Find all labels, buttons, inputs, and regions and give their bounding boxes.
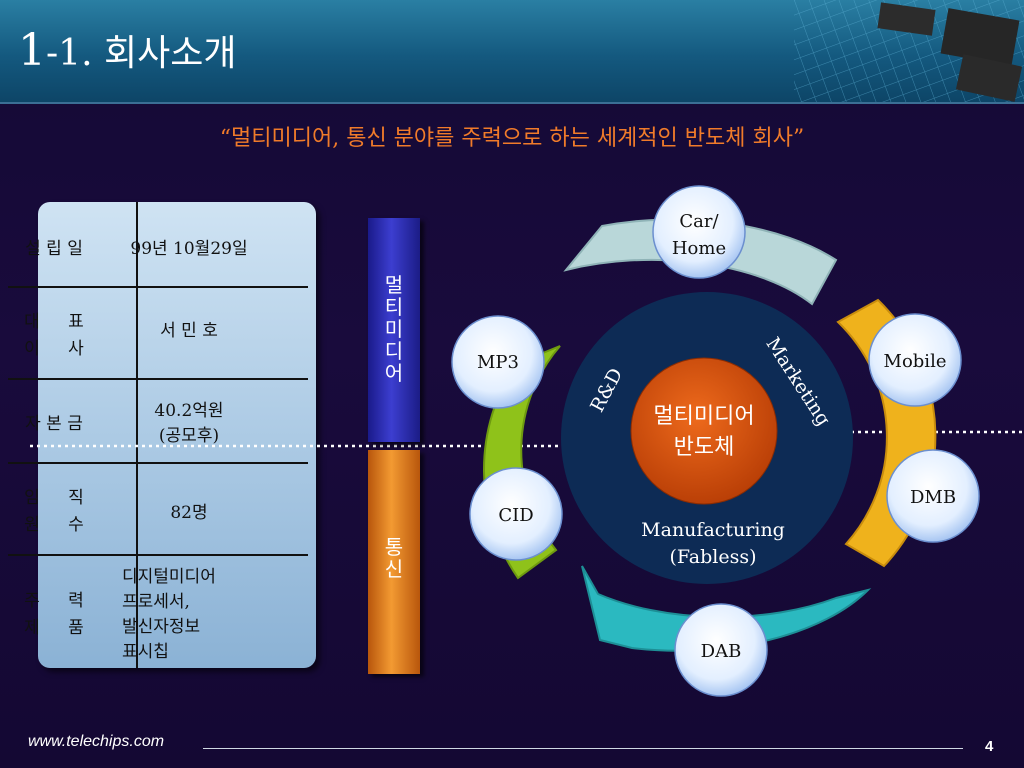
- app-dab: DAB: [674, 603, 768, 697]
- app-car-home: Car/ Home: [652, 185, 746, 279]
- value-line: (공모후): [158, 426, 220, 446]
- table-divider: [8, 286, 308, 288]
- label-char: 표: [68, 312, 84, 332]
- table-row: 주 력 제 품 디지털미디어 프로세서, 발신자정보 표시칩: [8, 556, 276, 668]
- multimedia-bar-label: 멀티미디어: [384, 273, 404, 385]
- table-column-divider: [136, 202, 138, 668]
- telecom-bar: 통신: [368, 450, 420, 674]
- app-dmb: DMB: [886, 449, 980, 543]
- value-line: 표시칩: [122, 642, 169, 662]
- company-info-table: [38, 202, 316, 668]
- multimedia-bar: 멀티미디어: [368, 218, 420, 442]
- value-line: 디지털미디어: [122, 567, 216, 587]
- row-value: 40.2억원 (공모후): [104, 380, 274, 462]
- value-line: 40.2억원: [154, 401, 224, 421]
- core-label-line1: 멀티미디어: [653, 404, 754, 429]
- label-char: 대: [24, 312, 40, 332]
- title-number: 1: [18, 25, 46, 76]
- title-text: -1. 회사소개: [46, 33, 237, 74]
- table-row: 대 표 이 사 서 민 호: [8, 288, 276, 378]
- slide-title: 1-1. 회사소개: [18, 26, 236, 79]
- app-cid: CID: [469, 467, 563, 561]
- app-mp3: MP3: [451, 315, 545, 409]
- row-value: 서 민 호: [160, 321, 218, 341]
- value-line: 프로세서,: [122, 592, 190, 612]
- table-row: 자 본 금 40.2억원 (공모후): [8, 380, 276, 462]
- app-mobile: Mobile: [868, 313, 962, 407]
- label-char: 이: [24, 339, 40, 359]
- table-divider: [8, 554, 308, 556]
- value-line: 발신자정보: [122, 617, 201, 637]
- row-label: 설 립 일: [25, 238, 83, 259]
- dmb-label: DMB: [910, 487, 956, 508]
- dab-label: DAB: [701, 641, 742, 662]
- car-home-line2: Home: [672, 238, 726, 259]
- header-banner: 1-1. 회사소개: [0, 0, 1024, 102]
- label-char: 제: [24, 618, 40, 638]
- table-divider: [8, 462, 308, 464]
- footer-divider: [203, 748, 963, 749]
- label-char: 원: [24, 515, 40, 535]
- table-row: 임 직 원 수 82명: [8, 464, 276, 554]
- mobile-label: Mobile: [884, 351, 947, 372]
- row-label: 임 직 원 수: [8, 464, 100, 554]
- label-char: 주: [24, 591, 40, 611]
- slogan: “멀티미디어, 통신 분야를 주력으로 하는 세계적인 반도체 회사”: [219, 126, 805, 151]
- label-char: 임: [24, 488, 40, 508]
- mp3-label: MP3: [477, 352, 519, 373]
- car-home-line1: Car/: [679, 211, 719, 232]
- fabless-label: (Fabless): [669, 546, 756, 568]
- row-label: 자 본 금: [25, 413, 83, 434]
- cid-label: CID: [498, 505, 533, 526]
- header-divider: [0, 102, 1024, 104]
- table-row: 설 립 일 99년 10월29일: [8, 206, 276, 286]
- label-char: 력: [68, 591, 84, 611]
- label-char: 수: [68, 515, 84, 535]
- row-value: 디지털미디어 프로세서, 발신자정보 표시칩: [104, 556, 274, 668]
- row-label: 대 표 이 사: [8, 288, 100, 378]
- label-char: 직: [68, 488, 84, 508]
- footer-url: www.telechips.com: [28, 733, 165, 750]
- manufacturing-label: Manufacturing: [641, 519, 785, 541]
- core-label-line2: 반도체: [674, 435, 735, 460]
- row-value: 99년 10월29일: [130, 238, 248, 259]
- page-number: 4: [985, 738, 994, 755]
- label-char: 사: [68, 339, 84, 359]
- telecom-bar-label: 통신: [384, 535, 404, 581]
- row-value: 82명: [170, 503, 208, 523]
- core-circle: [630, 357, 778, 505]
- label-char: 품: [68, 618, 84, 638]
- chip-grid-decoration: [794, 0, 1024, 102]
- table-divider: [8, 378, 308, 380]
- row-label: 주 력 제 품: [8, 556, 100, 668]
